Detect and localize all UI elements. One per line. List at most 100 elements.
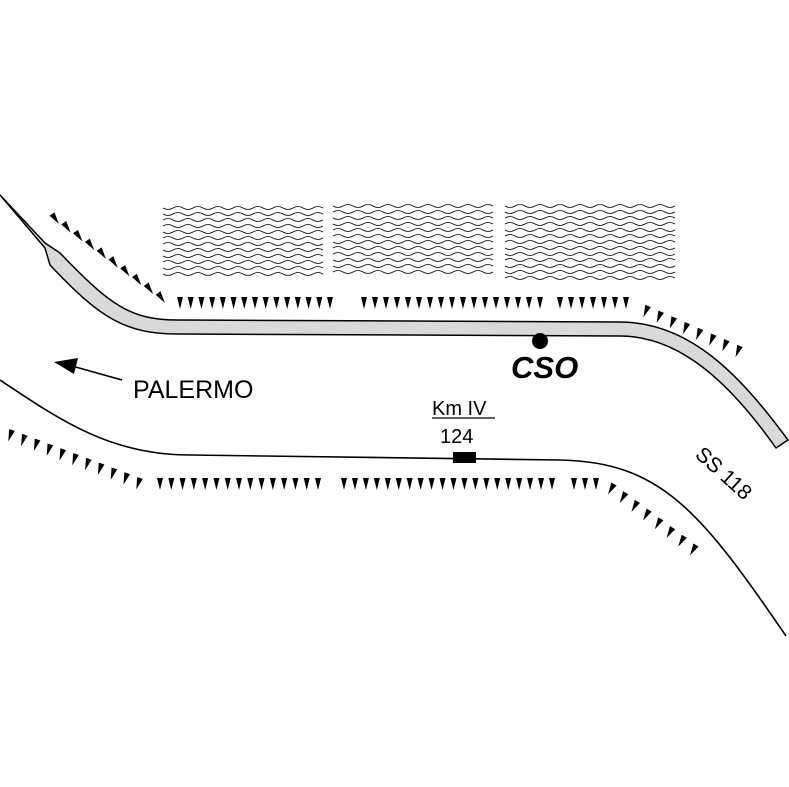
vineyard-row (162, 224, 324, 228)
hachure-tick (427, 297, 433, 309)
vineyard-row (332, 252, 494, 256)
hachure-tick (362, 478, 369, 490)
hachure-tick (84, 238, 95, 251)
hachure-tick (361, 297, 367, 309)
hachure-tick (669, 316, 678, 329)
vineyard-row (332, 258, 494, 262)
hachure-tick (526, 297, 532, 309)
hachure-tick (472, 478, 479, 490)
hachure-tick (482, 297, 488, 309)
hachure-tick (305, 297, 312, 309)
arrow-left-icon (54, 358, 123, 381)
km-marker-value: 124 (440, 426, 473, 448)
vineyard-row (162, 248, 324, 252)
hachure-tick (593, 478, 599, 490)
hachure-tick (735, 344, 743, 358)
hachure-tick (394, 297, 400, 309)
hachure-tick (351, 478, 358, 490)
vineyard-row (332, 216, 494, 220)
vineyard-row (504, 276, 676, 280)
hachure-tick (493, 297, 499, 309)
hachure-tick (557, 297, 563, 309)
hachure-tick (373, 478, 380, 490)
hachure-tick (292, 478, 299, 490)
hachure-tick (46, 443, 54, 456)
vineyard-row (332, 240, 494, 244)
hachure-tick (219, 297, 226, 309)
hachure-tick (273, 297, 280, 309)
hachure-tick (198, 297, 205, 309)
vineyard-row (332, 204, 494, 208)
vineyard-row (504, 210, 676, 214)
hachure-tick (190, 478, 197, 490)
hachure-tick (73, 229, 83, 242)
vineyard-row (162, 212, 324, 216)
hachure-tick (682, 322, 691, 335)
direction-label: PALERMO (133, 376, 253, 404)
hachure-tick (666, 526, 676, 538)
hachure-tick (262, 297, 269, 309)
hachure-tick (383, 297, 389, 309)
vineyard-row (332, 264, 494, 268)
hachure-tick (395, 478, 402, 490)
vineyard-row (162, 236, 324, 240)
vineyard-row (162, 206, 324, 210)
hachure-tick (303, 478, 310, 490)
hachure-tick (504, 297, 510, 309)
vineyard-row (504, 216, 676, 220)
hachure-tick (230, 297, 237, 309)
vineyard-row (332, 234, 494, 238)
hachure-tick (315, 478, 321, 490)
road-lower-edge (0, 379, 787, 637)
vineyard-row (162, 230, 324, 234)
road-label: SS 118 (691, 443, 756, 505)
vineyard-row (332, 210, 494, 214)
hachure-tick (449, 297, 455, 309)
hachure-tick (631, 499, 641, 512)
hachure-tick (284, 297, 291, 309)
hachure-tick (516, 478, 523, 490)
hachure-tick (294, 297, 301, 309)
escarpment-hachures (8, 212, 743, 556)
hachure-tick (568, 297, 574, 309)
hachure-tick (450, 478, 457, 490)
hachure-tick (515, 297, 521, 309)
hachure-tick (258, 478, 265, 490)
vineyard-row (332, 246, 494, 250)
hachure-tick (59, 448, 67, 461)
hachure-tick (157, 478, 163, 490)
hachure-tick (471, 297, 477, 309)
hachure-tick (538, 478, 545, 490)
vineyard-row (332, 222, 494, 226)
vineyard-row (504, 246, 676, 250)
hachure-tick (241, 297, 248, 309)
hachure-tick (136, 477, 143, 490)
hachure-tick (155, 291, 165, 303)
hachure-tick (168, 478, 175, 490)
vineyard-row (162, 242, 324, 246)
hachure-tick (213, 478, 220, 490)
hachure-tick (582, 478, 588, 490)
hachure-tick (417, 478, 424, 490)
hachure-tick (571, 478, 577, 490)
hachure-tick (108, 256, 118, 268)
hachure-tick (202, 478, 209, 490)
hachure-tick (49, 212, 59, 224)
hachure-tick (252, 297, 258, 309)
hachure-tick (8, 429, 15, 442)
hachure-tick (612, 297, 618, 309)
hachure-tick (601, 297, 607, 309)
vineyard-row (504, 264, 676, 268)
hachure-tick (247, 478, 254, 490)
hachure-tick (96, 247, 106, 259)
hachure-tick (341, 478, 347, 490)
hachure-tick (224, 478, 231, 490)
hachure-tick (460, 297, 466, 309)
vineyard-row (504, 234, 676, 238)
hachure-tick (61, 221, 71, 233)
hachure-tick (537, 297, 543, 309)
hachure-tick (438, 297, 444, 309)
hachure-tick (179, 478, 186, 490)
